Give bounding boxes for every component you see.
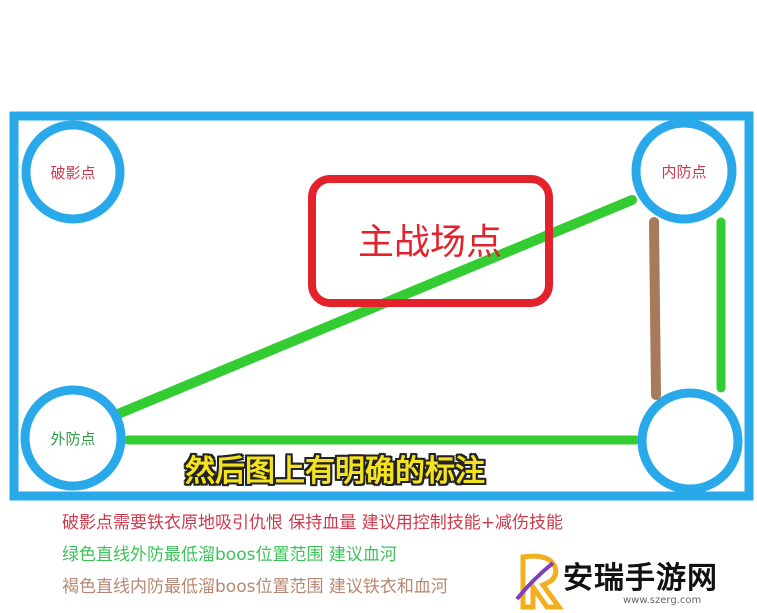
- main-battlefield-label: 主战场点: [358, 222, 502, 263]
- poying-label: 破影点: [50, 164, 95, 182]
- video-subtitle: 然后图上有明确的标注: [185, 454, 485, 489]
- bottom-right-circle: [637, 388, 743, 494]
- watermark-site-name: 安瑞手游网: [563, 561, 718, 596]
- waifang-circle: [20, 385, 126, 491]
- poying-circle: [21, 120, 125, 224]
- legend-line-brown: 褐色直线内防最低溜boos位置范围 建议铁衣和血河: [62, 577, 448, 597]
- watermark-logo-icon: [515, 553, 564, 610]
- watermark-url: www.szerg.com: [623, 595, 702, 606]
- field-border: [9, 111, 754, 501]
- legend-line-poying: 破影点需要铁衣原地吸引仇恨 保持血量 建议用控制技能+减伤技能: [62, 513, 564, 533]
- neifang-label: 内防点: [661, 163, 706, 181]
- main-battlefield-box: [308, 175, 553, 307]
- brown-vertical-line: [649, 217, 661, 400]
- legend-line-green: 绿色直线外防最低溜boos位置范围 建议血河: [62, 545, 397, 565]
- neifang-circle: [631, 118, 737, 224]
- waifang-label: 外防点: [50, 430, 95, 448]
- watermark: 安瑞手游网 www.szerg.com: [505, 545, 757, 613]
